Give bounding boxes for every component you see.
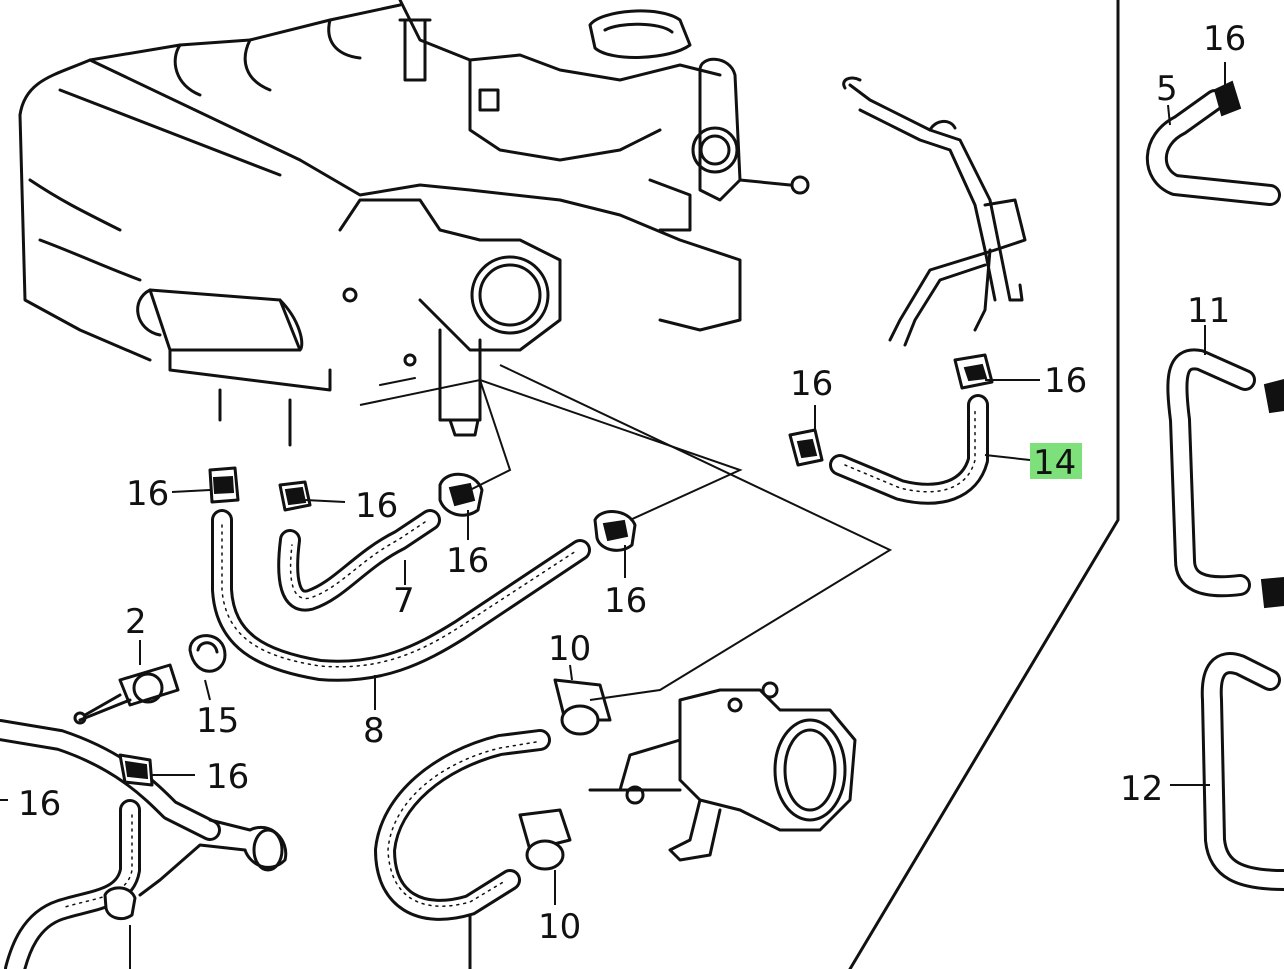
label-16-lower-b: 16 <box>18 784 61 824</box>
vacuum-pipe-assembly <box>842 76 1027 347</box>
label-7: 7 <box>393 581 415 621</box>
leader-lines <box>0 62 1226 969</box>
hose-7 <box>277 509 441 612</box>
panel-divider <box>848 0 1120 969</box>
label-12: 12 <box>1120 769 1163 809</box>
label-16-mid-c: 16 <box>604 581 647 621</box>
label-16-lower-a: 16 <box>206 757 249 797</box>
hose-14 <box>829 394 989 505</box>
highlight-box-14 <box>1030 443 1082 479</box>
label-8: 8 <box>363 711 385 751</box>
right-panel-hoses <box>1145 80 1284 891</box>
label-11: 11 <box>1187 291 1230 331</box>
callout-labels: 16 5 11 12 16 16 14 16 16 16 16 7 8 2 15… <box>18 19 1246 947</box>
clamps <box>103 353 994 920</box>
label-16-mid-b: 16 <box>446 541 489 581</box>
lower-left-assembly <box>0 634 288 969</box>
label-15: 15 <box>196 701 239 741</box>
thermostat-housing <box>588 681 857 862</box>
label-16-left: 16 <box>126 474 169 514</box>
label-16-upper-left: 16 <box>790 364 833 404</box>
label-5: 5 <box>1156 69 1178 109</box>
label-10-top: 10 <box>548 629 591 669</box>
intake-manifold-drawing <box>18 0 810 447</box>
label-16-top-right: 16 <box>1203 19 1246 59</box>
label-2: 2 <box>125 602 147 642</box>
hose-lower-10 <box>374 729 551 969</box>
hose-8 <box>211 509 591 682</box>
label-16-upper-right: 16 <box>1044 361 1087 401</box>
label-16-mid-a: 16 <box>355 486 398 526</box>
label-10-bottom: 10 <box>538 907 581 947</box>
label-14: 14 <box>1033 443 1076 483</box>
